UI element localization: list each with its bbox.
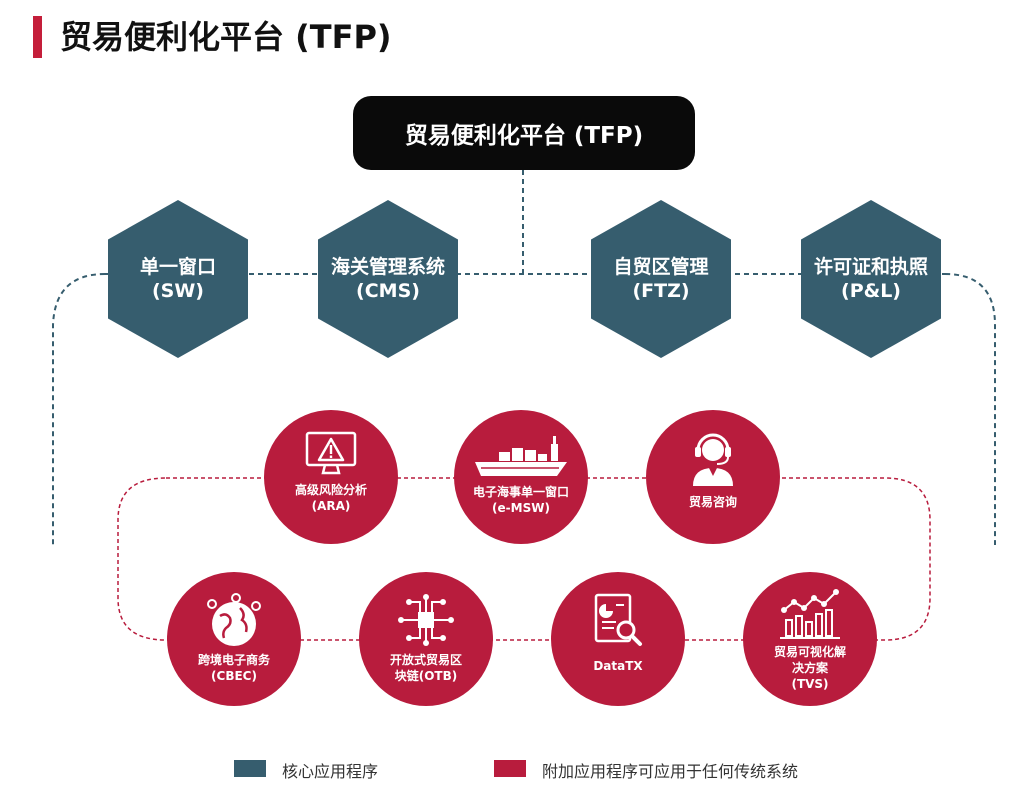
core-module-abbr: (CMS) bbox=[356, 280, 420, 302]
addon-module-abbr: (e-MSW) bbox=[492, 501, 550, 515]
core-module-name: 海关管理系统 bbox=[330, 256, 445, 278]
addon-module-label: 开放式贸易区 bbox=[389, 653, 462, 667]
legend-label-core: 核心应用程序 bbox=[282, 762, 379, 781]
legend-label-addon: 附加应用程序可应用于任何传统系统 bbox=[542, 762, 799, 781]
addon-module-datatx: DataTX bbox=[551, 572, 685, 706]
connector-left-drop bbox=[52, 273, 106, 545]
core-module-cms: 海关管理系统 (CMS) bbox=[318, 200, 458, 358]
addon-module-abbr: (CBEC) bbox=[211, 669, 257, 683]
addon-module-abbr: (ARA) bbox=[311, 499, 351, 513]
core-module-name: 自贸区管理 bbox=[613, 256, 709, 278]
cargo-ship-icon bbox=[475, 436, 567, 476]
addon-module-abbr: 块链(OTB) bbox=[394, 669, 458, 683]
bar-chart-icon bbox=[780, 589, 840, 639]
addon-module-label: 电子海事单一窗口 bbox=[472, 485, 569, 499]
addon-module-abbr: (TVS) bbox=[791, 677, 829, 691]
document-search-icon bbox=[594, 593, 642, 646]
addon-module-label: 跨境电子商务 bbox=[197, 653, 270, 667]
addon-module-emsw: 电子海事单一窗口 (e-MSW) bbox=[454, 410, 588, 544]
title-accent-bar bbox=[33, 16, 42, 58]
root-platform-box: 贸易便利化平台 (TFP) bbox=[353, 96, 695, 170]
addon-module-otb: 开放式贸易区 块链(OTB) bbox=[359, 572, 493, 706]
connector-addon-loop bbox=[117, 477, 931, 641]
addon-module-ara: 高级风险分析 (ARA) bbox=[264, 410, 398, 544]
addon-module-label: 贸易可视化解 bbox=[773, 645, 846, 659]
monitor-warning-icon bbox=[305, 431, 357, 475]
addon-module-tvs: 贸易可视化解 决方案 (TVS) bbox=[743, 572, 877, 706]
core-module-abbr: (SW) bbox=[151, 280, 204, 302]
blockchain-chip-icon bbox=[398, 594, 454, 646]
addon-module-label-cont: 决方案 bbox=[791, 661, 828, 675]
page-title: 贸易便利化平台 (TFP) bbox=[60, 18, 392, 56]
globe-pins-icon bbox=[207, 593, 261, 646]
addon-module-cbec: 跨境电子商务 (CBEC) bbox=[167, 572, 301, 706]
core-module-abbr: (P&L) bbox=[841, 280, 901, 302]
addon-module-label: 贸易咨询 bbox=[688, 495, 737, 509]
connector-right-drop bbox=[944, 273, 996, 545]
legend-swatch-core bbox=[234, 760, 266, 777]
core-module-abbr: (FTZ) bbox=[632, 280, 690, 302]
legend-swatch-addon bbox=[494, 760, 526, 777]
core-module-name: 许可证和执照 bbox=[813, 256, 928, 278]
addon-module-label: DataTX bbox=[593, 659, 643, 673]
addon-module-label: 高级风险分析 bbox=[294, 483, 367, 497]
addon-module-advisory: 贸易咨询 bbox=[646, 410, 780, 544]
headset-agent-icon bbox=[693, 433, 733, 486]
core-module-name: 单一窗口 bbox=[139, 256, 216, 278]
